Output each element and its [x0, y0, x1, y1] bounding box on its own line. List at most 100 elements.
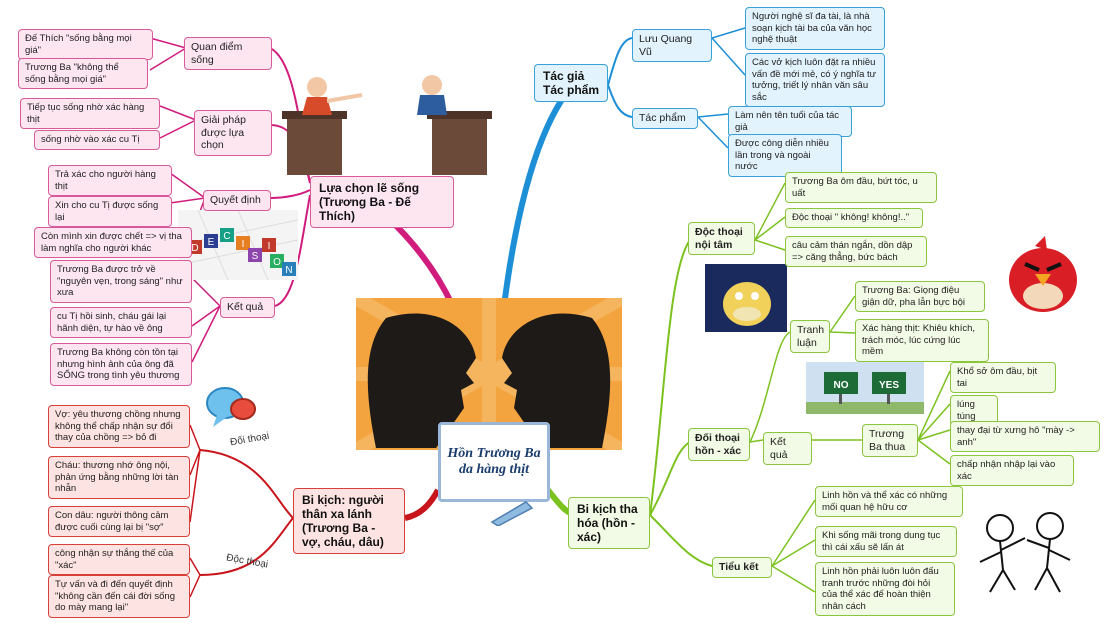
- leaf-xac-cu-ti[interactable]: sống nhờ vào xác cu Tị: [34, 130, 160, 150]
- topic-tac-gia-tac-pham[interactable]: Tác giả Tác phẩm: [534, 64, 608, 102]
- topic-title: Bi kịch: người thân xa lánh (Trương Ba -…: [302, 493, 384, 549]
- leaf-thay-dai-tu[interactable]: thay đại từ xưng hô "mày -> anh": [950, 421, 1100, 452]
- cube-letter: I: [242, 239, 245, 250]
- leaf-text: Trương Ba "không thể sống bằng mọi giá": [25, 62, 119, 85]
- subtopic-label: Tranh luận: [797, 324, 825, 349]
- leaf-text: câu cảm thán ngắn, dồn dập => căng thẳng…: [792, 240, 913, 263]
- two-faces-image: [356, 298, 622, 450]
- leaf-chau[interactable]: Cháu: thương nhớ ông nội, phản ứng bằng …: [48, 456, 190, 499]
- leaf-quan-he-huu-co[interactable]: Linh hồn và thể xác có những mối quan hệ…: [815, 486, 963, 517]
- leaf-text: Linh hồn và thể xác có những mối quan hệ…: [822, 490, 948, 513]
- subtopic-label: Độc thoại nội tâm: [695, 226, 743, 251]
- center-title: Hồn Trương Ba da hàng thịt: [447, 446, 541, 477]
- subtopic-luu-quang-vu[interactable]: Lưu Quang Vũ: [632, 29, 712, 62]
- leaf-text: Linh hồn phải luôn luôn đấu tranh trước …: [822, 566, 939, 612]
- subtopic-label: Lưu Quang Vũ: [639, 33, 693, 58]
- topic-bi-kich-tha-hoa[interactable]: Bi kịch tha hóa (hồn - xác): [568, 497, 650, 549]
- leaf-text: Khổ sở ôm đầu, bịt tai: [957, 366, 1038, 389]
- leaf-text: Tự vấn và đi đến quyết định "không cần đ…: [55, 579, 175, 613]
- subtopic-quan-diem-song[interactable]: Quan điểm sống: [184, 37, 272, 70]
- leaf-text: Trương Ba: Giọng điệu giận dữ, pha lẫn b…: [862, 285, 966, 308]
- cube-letter: D: [191, 243, 198, 254]
- leaf-tiep-tuc-song[interactable]: Tiếp tục sống nhờ xác hàng thịt: [20, 98, 160, 129]
- leaf-text: Con dâu: người thông cảm được cuối cùng …: [55, 510, 169, 533]
- leaf-text: Các vở kịch luôn đặt ra nhiều vấn đề mới…: [752, 57, 877, 103]
- decision-cubes-image: D E C I S I O N: [177, 209, 299, 281]
- leaf-xin-duoc-chet[interactable]: Còn mình xin được chết => vị tha làm ngh…: [34, 227, 192, 258]
- leaf-tro-ve-nguyen-ven[interactable]: Trương Ba được trở về "nguyên vẹn, trong…: [50, 260, 192, 303]
- leaf-vo[interactable]: Vợ: yêu thương chồng nhưng không thể chấ…: [48, 405, 190, 448]
- leaf-text: Khi sống mãi trong dung tục thì cái xấu …: [822, 530, 941, 553]
- subtopic-tac-pham[interactable]: Tác phẩm: [632, 108, 698, 129]
- leaf-con-dau[interactable]: Con dâu: người thông cảm được cuối cùng …: [48, 506, 190, 537]
- cube-letter: I: [268, 241, 271, 252]
- subtopic-tieu-ket[interactable]: Tiểu kết: [712, 557, 772, 578]
- leaf-tu-van[interactable]: Tự vấn và đi đến quyết định "không cần đ…: [48, 575, 190, 618]
- leaf-cong-dien[interactable]: Được công diễn nhiều lần trong và ngoài …: [728, 134, 842, 177]
- leaf-text: Trả xác cho người hàng thịt: [55, 169, 156, 192]
- leaf-khong-khong[interactable]: Độc thoại " không! không!..": [785, 208, 923, 228]
- leaf-de-thich[interactable]: Đế Thích "sống bằng mọi giá": [18, 29, 153, 60]
- leaf-text: Đế Thích "sống bằng mọi giá": [25, 33, 132, 56]
- leaf-dung-tuc[interactable]: Khi sống mãi trong dung tục thì cái xấu …: [815, 526, 957, 557]
- leaf-text: lúng túng: [957, 399, 976, 422]
- subtopic-label: Đối thoại hồn - xác: [695, 432, 742, 457]
- leaf-xin-cho-cu-ti[interactable]: Xin cho cu Tị được sống lại: [48, 196, 172, 227]
- leaf-om-dau-but-toc[interactable]: Trương Ba ôm đầu, bứt tóc, u uất: [785, 172, 937, 203]
- subtopic-label: Quan điểm sống: [191, 41, 243, 66]
- leaf-vo-kich-van-de[interactable]: Các vở kịch luôn đặt ra nhiều vấn đề mới…: [745, 53, 885, 107]
- topic-title: Lựa chọn lẽ sống (Trương Ba - Đế Thích): [319, 181, 420, 223]
- subtopic-truong-ba-thua[interactable]: Trương Ba thua: [862, 424, 918, 457]
- no-sign-text: NO: [834, 380, 849, 391]
- leaf-cau-cam-than[interactable]: câu cảm thán ngắn, dồn dập => căng thẳng…: [785, 236, 927, 267]
- leaf-truong-ba-quan-diem[interactable]: Trương Ba "không thể sống bằng mọi giá": [18, 58, 148, 89]
- leaf-text: Xác hàng thịt: Khiêu khích, trách móc, l…: [862, 323, 976, 357]
- topic-title: Bi kịch tha hóa (hồn - xác): [577, 502, 638, 544]
- leaf-hinh-anh-song[interactable]: Trương Ba không còn tồn tại nhưng hình ả…: [50, 343, 192, 386]
- fighting-figures-image: [965, 500, 1085, 595]
- subtopic-ket-qua-pink[interactable]: Kết quả: [220, 297, 275, 318]
- subtopic-quyet-dinh[interactable]: Quyết định: [203, 190, 271, 211]
- leaf-kho-so-om-dau[interactable]: Khổ sở ôm đầu, bịt tai: [950, 362, 1056, 393]
- leaf-text: sống nhờ vào xác cu Tị: [41, 134, 140, 145]
- leaf-nghe-si-da-tai[interactable]: Người nghệ sĩ đa tài, là nhà soạn kịch t…: [745, 7, 885, 50]
- subtopic-label: Trương Ba thua: [869, 428, 906, 453]
- leaf-text: Vợ: yêu thương chồng nhưng không thể chấ…: [55, 409, 181, 443]
- cube-letter: N: [285, 265, 292, 276]
- leaf-cong-nhan-thang-the[interactable]: công nhận sự thắng thế của "xác": [48, 544, 190, 575]
- leaf-tra-xac[interactable]: Trả xác cho người hàng thịt: [48, 165, 172, 196]
- leaf-giong-dieu-gian-du[interactable]: Trương Ba: Giọng điệu giận dữ, pha lẫn b…: [855, 281, 985, 312]
- leaf-text: Còn mình xin được chết => vị tha làm ngh…: [41, 231, 182, 254]
- leaf-chap-nhan-nhap[interactable]: chấp nhận nhập lại vào xác: [950, 455, 1074, 486]
- subtopic-ket-qua-green[interactable]: Kết quả: [763, 432, 812, 465]
- leaf-lung-tung[interactable]: lúng túng: [950, 395, 998, 426]
- subtopic-label: Kết quả: [227, 301, 264, 313]
- topic-lua-chon-le-song[interactable]: Lựa chọn lẽ sống (Trương Ba - Đế Thích): [310, 176, 454, 228]
- subtopic-giai-phap[interactable]: Giải pháp được lựa chọn: [194, 110, 272, 156]
- yes-sign-text: YES: [879, 380, 899, 391]
- leaf-lam-nen-ten-tuoi[interactable]: Làm nên tên tuổi của tác giả: [728, 106, 852, 137]
- leaf-text: thay đại từ xưng hô "mày -> anh": [957, 425, 1075, 448]
- leaf-text: Trương Ba không còn tồn tại nhưng hình ả…: [57, 347, 180, 381]
- subtopic-tranh-luan[interactable]: Tranh luận: [790, 320, 830, 353]
- subtopic-doc-thoai-noi-tam[interactable]: Độc thoại nội tâm: [688, 222, 755, 255]
- cube-letter: S: [252, 251, 259, 262]
- debate-illustration: [282, 75, 497, 175]
- subtopic-label: Quyết định: [210, 194, 261, 206]
- leaf-text: Xin cho cu Tị được sống lại: [55, 200, 159, 223]
- center-topic[interactable]: Hồn Trương Ba da hàng thịt: [438, 422, 550, 502]
- leaf-text: Độc thoại " không! không!..": [792, 212, 910, 223]
- subtopic-label: Giải pháp được lựa chọn: [201, 114, 246, 151]
- topic-bi-kich-nguoi-than[interactable]: Bi kịch: người thân xa lánh (Trương Ba -…: [293, 488, 405, 554]
- leaf-cu-ti-hoi-sinh[interactable]: cu Tị hồi sinh, cháu gái lại hãnh diện, …: [50, 307, 192, 338]
- leaf-hoan-thien-nhan-cach[interactable]: Linh hồn phải luôn luôn đấu tranh trước …: [815, 562, 955, 616]
- leaf-text: cu Tị hồi sinh, cháu gái lại hãnh diện, …: [57, 311, 167, 334]
- angry-bird-image: [995, 228, 1090, 320]
- leaf-text: Người nghệ sĩ đa tài, là nhà soạn kịch t…: [752, 11, 872, 45]
- subtopic-doi-thoai-hon-xac[interactable]: Đối thoại hồn - xác: [688, 428, 750, 461]
- leaf-text: Trương Ba ôm đầu, bứt tóc, u uất: [792, 176, 918, 199]
- confused-duck-image: [705, 264, 787, 332]
- subtopic-label: Tiểu kết: [719, 561, 759, 573]
- leaf-khieu-khich[interactable]: Xác hàng thịt: Khiêu khích, trách móc, l…: [855, 319, 989, 362]
